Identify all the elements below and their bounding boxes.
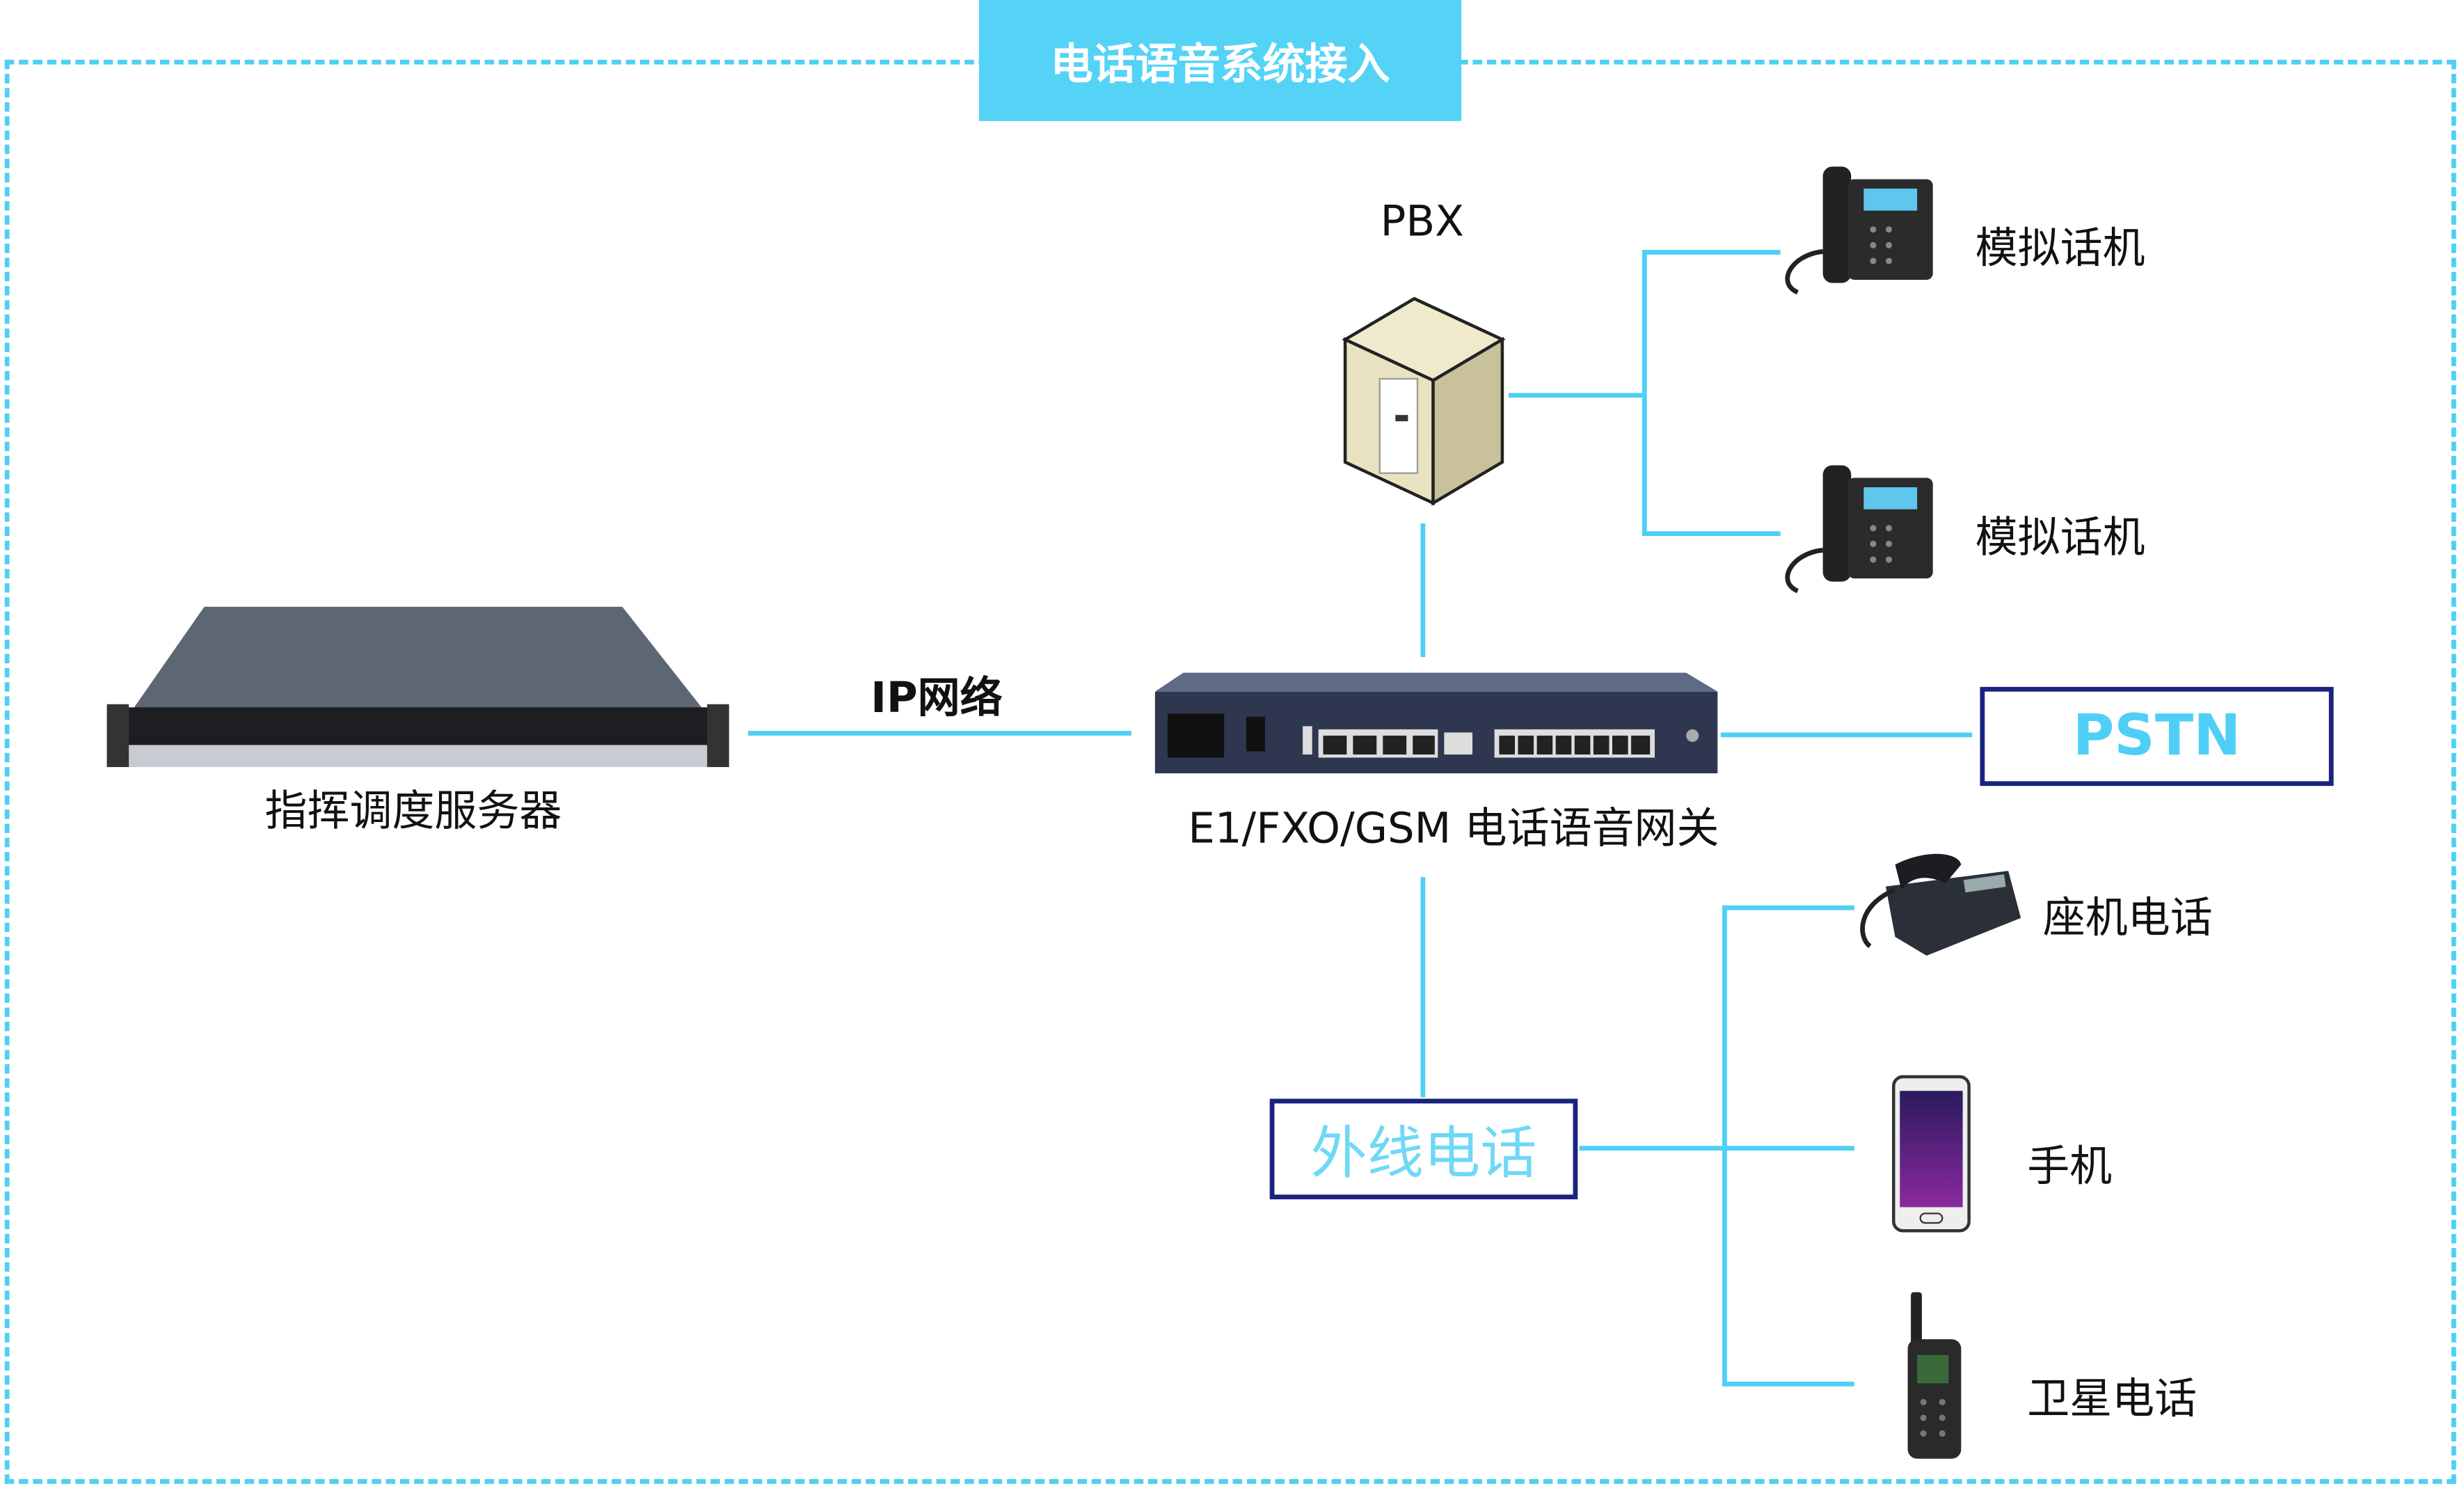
satellite-phone-icon [1907, 1292, 1962, 1459]
dispatch-server-icon [106, 606, 729, 768]
diagram-title: 电话语音系统接入 [978, 0, 1462, 121]
satellite-phone-label: 卫星电话 [2027, 1375, 2197, 1425]
analog-phone-icon [1785, 465, 1933, 594]
server-label: 指挥调度服务器 [264, 787, 562, 837]
line-gateway-external [1420, 877, 1426, 1098]
pbx-label: PBX [1380, 198, 1464, 247]
desk-phone-icon [1860, 853, 2021, 956]
line-satellite [1722, 1382, 1854, 1387]
line-phone-2 [1642, 531, 1781, 537]
line-pstn [1720, 732, 1973, 738]
external-line-label: 外线电话 [1310, 1122, 1537, 1187]
line-external-hub [1579, 1146, 1854, 1151]
line-ip-network [747, 731, 1131, 736]
line-phone-1 [1642, 250, 1781, 255]
analog-phone-label-2: 模拟话机 [1975, 514, 2145, 563]
pstn-label: PSTN [2072, 704, 2241, 769]
external-line-box: 外线电话 [1269, 1098, 1578, 1200]
pstn-box: PSTN [1980, 686, 2334, 787]
line-pbx-gateway [1420, 523, 1426, 657]
pbx-server-icon [1342, 297, 1506, 506]
mobile-phone-icon [1891, 1075, 1971, 1233]
line-desk-phone [1722, 905, 1854, 910]
voice-gateway-icon [1154, 672, 1718, 774]
ip-network-label: IP网络 [871, 674, 1003, 723]
line-terminals-vertical [1722, 905, 1727, 1387]
analog-phone-icon [1785, 166, 1933, 295]
analog-phone-label-1: 模拟话机 [1975, 224, 2145, 274]
desk-phone-label: 座机电话 [2042, 894, 2213, 943]
line-phones-vertical [1642, 250, 1647, 537]
mobile-label: 手机 [2027, 1142, 2113, 1192]
line-pbx-phones [1508, 393, 1646, 398]
gateway-label: E1/FXO/GSM 电话语音网关 [1188, 805, 1719, 854]
